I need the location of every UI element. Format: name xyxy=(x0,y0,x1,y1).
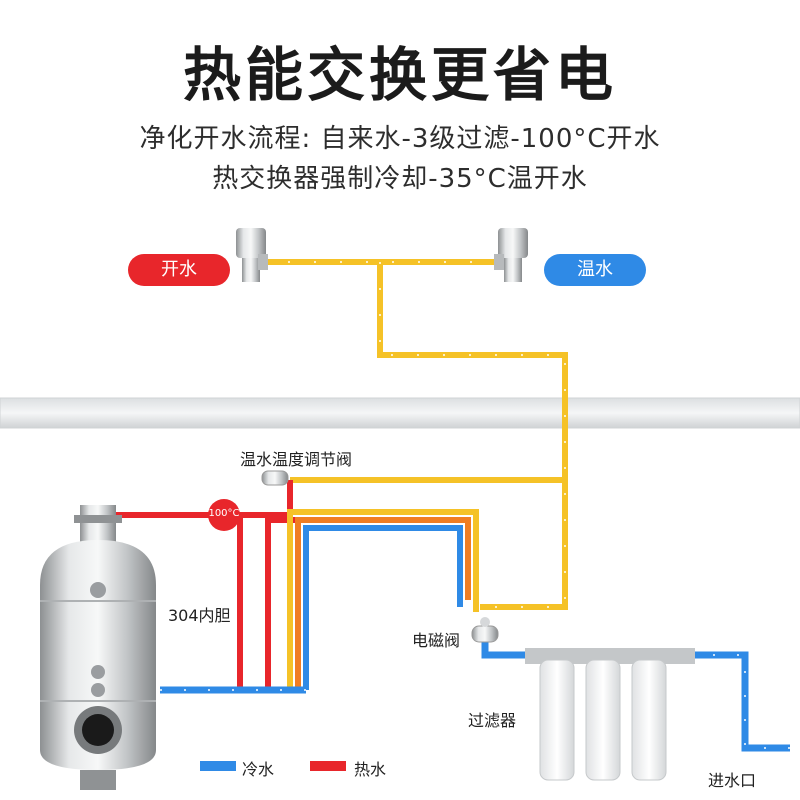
page-title: 热能交换更省电 xyxy=(182,41,617,109)
temperature-badge xyxy=(208,499,240,531)
warm-tap xyxy=(494,228,528,282)
filter-label: 过滤器 xyxy=(468,711,517,730)
warm-water-pill: 温水 xyxy=(544,254,646,286)
legend-hot-swatch xyxy=(310,761,346,771)
warm-water-line xyxy=(262,259,568,610)
boiling-tap xyxy=(236,228,268,282)
stainless-tank xyxy=(40,505,156,790)
heat-exchanger-loop xyxy=(287,509,479,690)
solenoid-valve xyxy=(471,617,499,643)
filter-unit xyxy=(525,648,695,781)
inner-tank-label: 304内胆 xyxy=(168,606,231,625)
temperature-badge-label: 100°C xyxy=(208,508,240,519)
legend-hot-label: 热水 xyxy=(354,760,387,779)
boiling-water-pill: 开水 xyxy=(128,254,230,286)
water-inlet-label: 进水口 xyxy=(708,771,757,790)
solenoid-valve-label: 电磁阀 xyxy=(412,631,461,650)
cold-water-line-dots xyxy=(160,654,790,749)
temp-valve xyxy=(261,470,289,486)
subtitle-cooling: 热交换器强制冷却-35°C温开水 xyxy=(212,164,588,194)
wall-pipe xyxy=(0,397,800,429)
legend-cold-label: 冷水 xyxy=(242,760,275,779)
legend-cold-swatch xyxy=(200,761,236,771)
temp-valve-label: 温水温度调节阀 xyxy=(240,450,353,469)
subtitle-process: 净化开水流程: 自来水-3级过滤-100°C开水 xyxy=(139,124,661,154)
